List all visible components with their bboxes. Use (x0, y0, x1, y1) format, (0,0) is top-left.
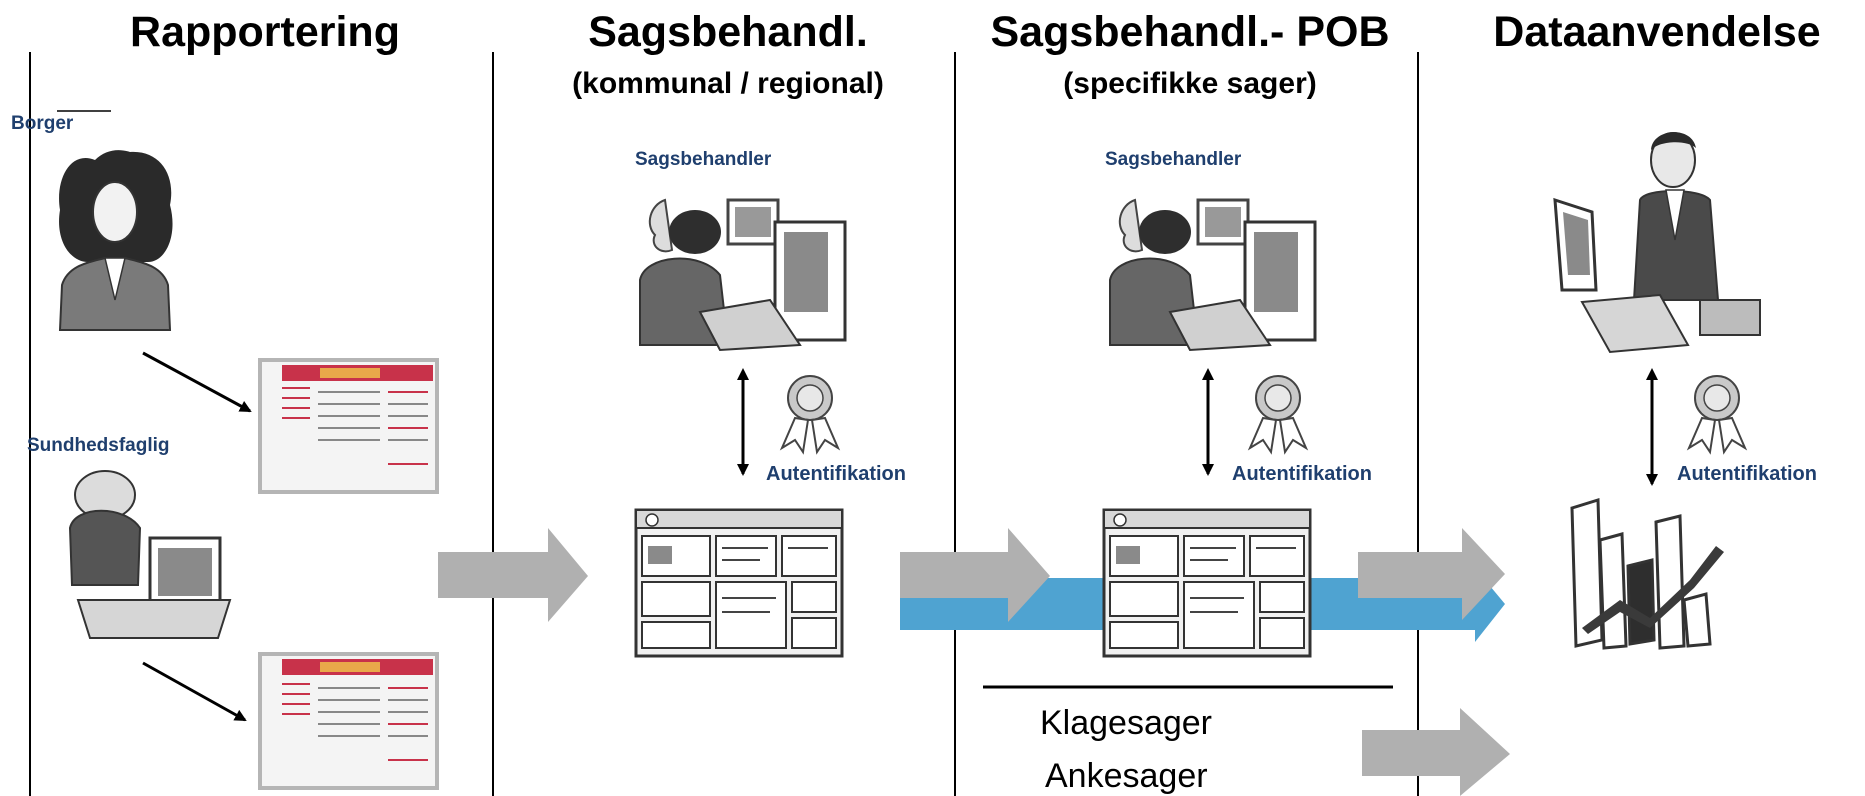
role-label-sagsbehandler-1: Sagsbehandler (635, 149, 772, 170)
case-system-screen-1 (634, 508, 844, 658)
role-label-borger: Borger (11, 113, 74, 134)
seal-icon-3 (1686, 375, 1748, 455)
case-system-screen-2 (1102, 508, 1312, 658)
report-document-1 (258, 358, 439, 494)
borger-person-icon (58, 150, 173, 331)
auth-label-1: Autentifikation (766, 463, 906, 485)
role-label-sagsbehandler-2: Sagsbehandler (1105, 149, 1242, 170)
column-title-sagsbehandl-pob: Sagsbehandl.- POB (990, 8, 1389, 56)
sundhedsfaglig-computer-icon (68, 470, 232, 639)
auth-label-3: Autentifikation (1677, 463, 1817, 485)
case-type-klagesager: Klagesager (1040, 704, 1212, 742)
flow-arrow-2 (900, 528, 1050, 622)
connector-arrow-sundhedsfaglig (142, 661, 247, 722)
role-label-sundhedsfaglig: Sundhedsfaglig (27, 435, 170, 456)
flow-arrow-4 (1362, 708, 1510, 796)
auth-label-2: Autentifikation (1232, 463, 1372, 485)
sagsbehandler-computer-icon-1 (639, 198, 847, 352)
column-title-dataanvendelse: Dataanvendelse (1493, 8, 1820, 56)
report-document-2 (258, 652, 439, 790)
column-subtitle-kommunal: (kommunal / regional) (572, 67, 884, 100)
column-title-rapportering: Rapportering (130, 8, 400, 56)
column-subtitle-specifikke: (specifikke sager) (1063, 67, 1316, 100)
analyst-computer-icon (1553, 132, 1761, 354)
flow-arrow-1 (438, 528, 588, 622)
sagsbehandler-computer-icon-2 (1109, 198, 1317, 352)
seal-icon-1 (779, 375, 841, 455)
bar-chart-illustration-icon (1570, 497, 1724, 650)
column-title-sagsbehandl: Sagsbehandl. (588, 8, 868, 56)
seal-icon-2 (1247, 375, 1309, 455)
flow-arrow-3 (1358, 528, 1505, 620)
connector-arrow-borger (142, 351, 252, 413)
case-type-ankesager: Ankesager (1045, 757, 1208, 795)
